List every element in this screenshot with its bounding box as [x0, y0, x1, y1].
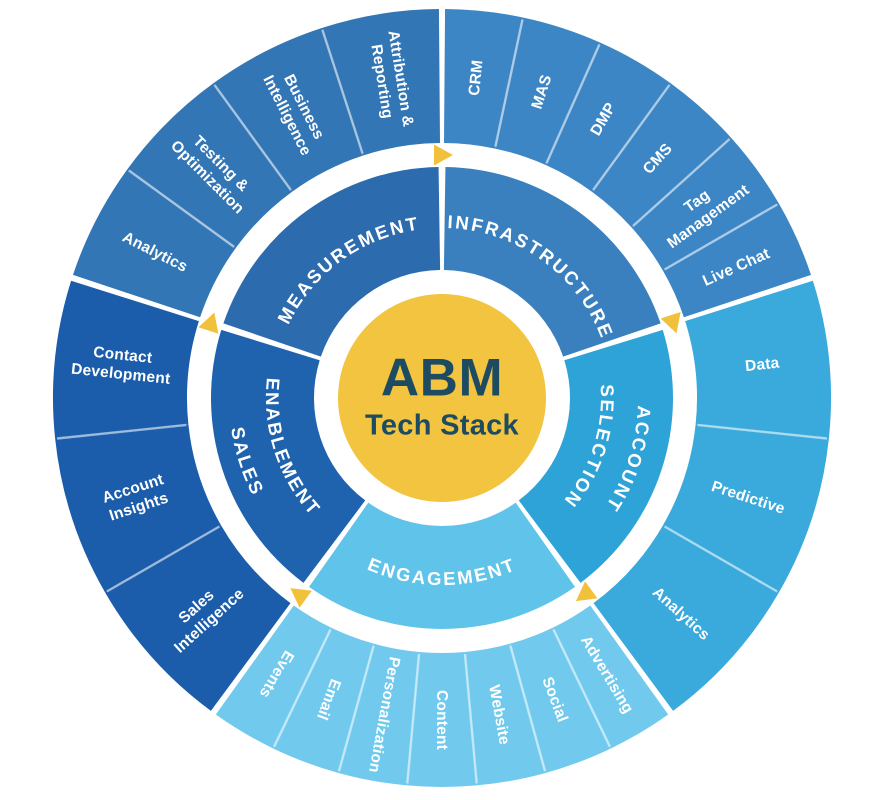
flow-arrow: [434, 144, 453, 166]
segment-divider: [128, 169, 235, 248]
segment-mas: [495, 17, 601, 166]
segment-label-data: Data: [744, 354, 780, 375]
segment-account-insights: [55, 424, 222, 593]
segment-divider: [632, 138, 731, 227]
segment-tag-management: [631, 137, 779, 271]
segment-crm: [444, 9, 523, 149]
center-title-line2: Tech Stack: [365, 409, 519, 442]
section-sales-enablement: [210, 329, 366, 583]
segment-divider: [664, 203, 778, 271]
segment-label-content: Content: [434, 690, 451, 750]
segment-business-intelligence: [213, 28, 364, 192]
segment-label-crm: CRM: [465, 59, 486, 96]
segment-personalization: [338, 643, 420, 786]
segment-divider: [406, 653, 421, 784]
segment-events: [215, 605, 332, 749]
segment-divider: [592, 84, 671, 191]
segment-analytics: [72, 169, 236, 318]
flow-arrow: [660, 312, 681, 334]
segment-live-chat: [662, 203, 812, 318]
section-measurement: [223, 167, 441, 357]
segment-divider: [56, 423, 187, 440]
center-title-line1: ABM: [380, 348, 504, 408]
segment-predictive: [662, 424, 829, 593]
segment-content: [407, 651, 477, 787]
segment-divider: [337, 645, 375, 772]
segment-testing-optimization: [127, 83, 293, 249]
segment-contact-development: [53, 280, 199, 439]
segment-divider: [494, 19, 524, 147]
section-infrastructure: [443, 167, 661, 357]
flow-arrow: [198, 312, 219, 334]
segment-divider: [463, 653, 478, 784]
segment-sales-intelligence: [105, 525, 291, 711]
segment-website: [464, 643, 546, 786]
section-account-selection: [518, 329, 674, 583]
segment-dmp: [545, 42, 671, 192]
section-engagement: [309, 502, 575, 630]
segment-divider: [321, 29, 364, 154]
segment-divider: [545, 44, 601, 164]
segment-divider: [552, 628, 611, 748]
center-circle: [338, 294, 546, 502]
segment-divider: [509, 645, 547, 772]
segment-divider: [697, 423, 828, 440]
segment-advertising: [552, 605, 669, 749]
segment-data: [685, 280, 831, 439]
segment-email: [273, 627, 375, 773]
segment-divider: [664, 525, 778, 593]
segment-divider: [273, 628, 332, 748]
flow-arrow: [575, 581, 598, 602]
segment-analytics: [593, 525, 779, 711]
flow-arrow: [290, 588, 312, 608]
center-title: ABM Tech Stack: [365, 352, 519, 441]
segment-cms: [591, 83, 732, 228]
segment-social: [509, 627, 611, 773]
segment-divider: [106, 525, 220, 593]
segment-divider: [213, 84, 292, 191]
